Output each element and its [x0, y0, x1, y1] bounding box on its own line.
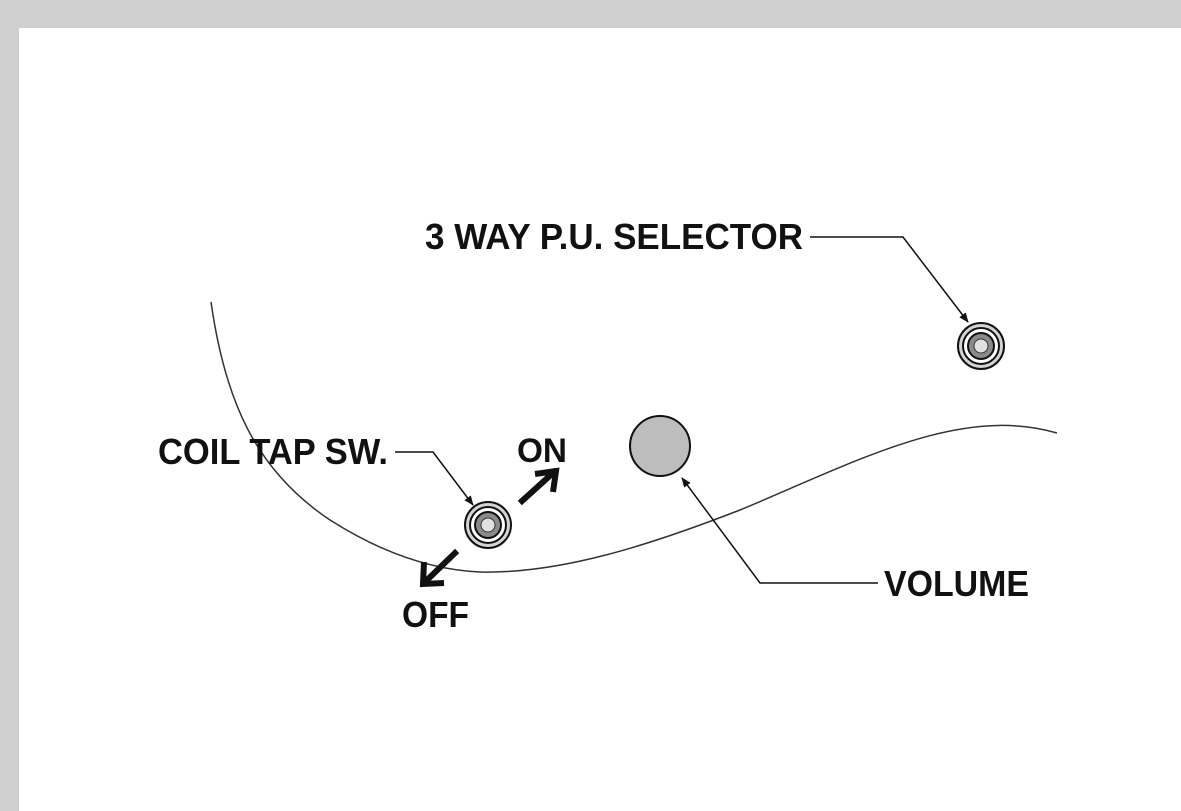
volume-label: VOLUME	[884, 563, 1029, 604]
coil-tap-label: COIL TAP SW.	[158, 431, 388, 472]
pickup-selector-switch-icon	[957, 322, 1005, 370]
on-label: ON	[517, 432, 567, 470]
volume-knob-icon	[629, 415, 691, 477]
off-direction-arrow-icon	[419, 548, 460, 588]
coil-tap-leader-line	[395, 451, 474, 506]
on-direction-arrow-icon	[517, 467, 560, 506]
volume-leader-line	[681, 477, 878, 584]
body-edge-curve-lower	[479, 424, 1058, 573]
off-label: OFF	[402, 594, 469, 635]
coil-tap-switch-icon	[464, 501, 512, 549]
body-edge-curve-upper	[210, 301, 481, 573]
selector-label: 3 WAY P.U. SELECTOR	[425, 216, 803, 257]
diagram-panel	[19, 28, 1181, 811]
selector-leader-line	[810, 236, 969, 323]
